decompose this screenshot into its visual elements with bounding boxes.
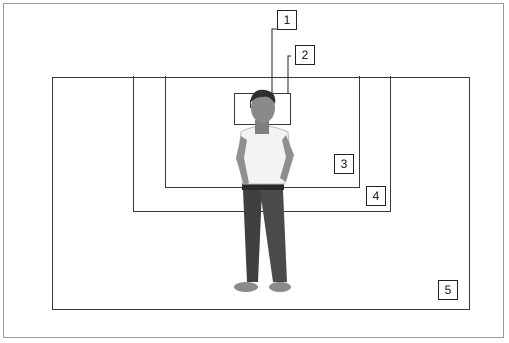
label-1: 1 [277, 10, 297, 30]
region-4-box [133, 76, 391, 212]
label-5: 5 [438, 280, 458, 300]
region-5-box [52, 77, 470, 310]
label-3: 3 [334, 154, 354, 174]
figure-frame [3, 3, 504, 338]
label-4: 4 [366, 186, 386, 206]
standing-man-figure-icon [234, 89, 294, 292]
connector-line-2 [287, 55, 291, 93]
connector-line-1 [271, 28, 277, 100]
label-2: 2 [295, 45, 315, 65]
